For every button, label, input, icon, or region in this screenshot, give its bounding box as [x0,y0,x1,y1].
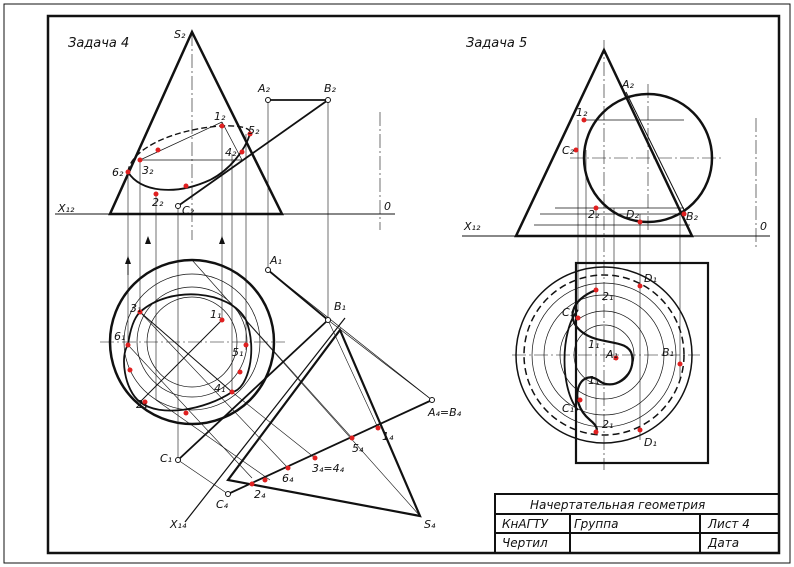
task4-label-a1: A₁ [269,254,282,267]
task5-label-b2: B₂ [686,210,699,223]
title-block [494,493,780,554]
task5-plan-rect [574,261,710,465]
task5-label-2-2: 2₂ [588,208,600,221]
task5-label-c1-bottom: C₁ [562,402,574,415]
task5-intersection-plan [571,288,634,432]
task5-drawing [462,40,770,470]
task4-label-2-1: 2₁ [136,398,147,411]
task4-line-b2c2 [177,99,329,207]
title-block-drawn: Чертил [502,536,548,550]
task4-label-6-4: 6₄ [282,472,294,485]
task4-label-5-1: 5₁ [232,346,243,359]
task4-label-1-4: 1₄ [382,430,394,443]
task4-label-b2: B₂ [324,82,337,95]
task4-label-1-2: 1₂ [214,110,226,123]
task5-label-a2: A₂ [621,78,635,91]
task4-label-x14: X₁₄ [169,518,187,531]
task4-points [125,123,381,487]
task4-label-a4b4: A₄=B₄ [427,406,462,419]
task5-label-d1-bottom: D₁ [644,436,657,449]
task5-label-d2: D₂ [626,208,639,221]
task5-label-b1: B₁ [662,346,674,359]
task5-label-1-2: 1₂ [576,106,588,119]
task4-label-c1: C₁ [160,452,172,465]
task4-label-s4: S₄ [424,518,436,531]
task4-label-3-2: 3₂ [142,164,154,177]
task4-label-5-2: 5₂ [248,124,260,137]
task4-line-aux [227,399,433,495]
task5-cone-front [514,47,694,238]
task5-label-1-1-top: 1₁ [588,338,599,351]
task5-label-o: 0 [760,220,767,233]
title-block-org: КнАГТУ [502,517,549,531]
task4-cone-front [108,29,285,216]
task4-line-b1c1 [177,319,329,461]
task4-label-s2: S₂ [174,28,186,41]
task4-section-front-dashed [127,125,251,173]
task4-label-4-1: 4₁ [214,382,225,395]
task4-label-c2: C₂ [182,204,195,217]
task5-label-d1-top: D₁ [644,272,657,285]
task4-axis-x14 [184,317,346,523]
inner-frame [46,14,781,555]
task4-small-circles [175,97,435,497]
task4-label-5-4: 5₄ [352,442,364,455]
title-block-sheet: Лист 4 [707,517,750,531]
task4-label-4-2: 4₂ [225,146,237,159]
task4-label-a2: A₂ [257,82,271,95]
title-block-date: Дата [707,536,739,550]
task5-title: Задача 5 [466,36,527,51]
outer-frame [3,3,791,564]
task5-label-1-1-bottom: 1₁ [588,374,599,387]
task4-label-6-1: 6₁ [114,330,125,343]
task4-label-b1: B₁ [334,300,346,313]
task4-label-2-2: 2₂ [152,196,164,209]
task4-label-x12: X₁₂ [57,202,75,215]
task4-label-o: 0 [384,200,391,213]
task4-label-c4: C₄ [216,498,229,511]
title-block-group: Группа [574,517,618,531]
task4-title: Задача 4 [68,36,129,51]
task5-label-a1: A₁ [605,348,618,361]
task5-label-c2: C₂ [562,144,575,157]
task4-label-6-2: 6₂ [112,166,124,179]
task5-points [573,117,687,435]
task5-label-2-1-bottom: 2₁ [602,418,613,431]
task4-label-1-1: 1₁ [210,308,221,321]
task5-label-2-1-top: 2₁ [602,290,613,303]
task4-label-2-4: 2₄ [254,488,266,501]
title-block-title: Начертательная геометрия [530,498,705,512]
task4-drawing [55,29,433,523]
task4-label-3-1: 3₁ [130,302,141,315]
task4-label-3-4: 3₄=4₄ [312,462,345,475]
task5-label-c1-top: C₁ [562,306,574,319]
task5-label-x12: X₁₂ [463,220,481,233]
